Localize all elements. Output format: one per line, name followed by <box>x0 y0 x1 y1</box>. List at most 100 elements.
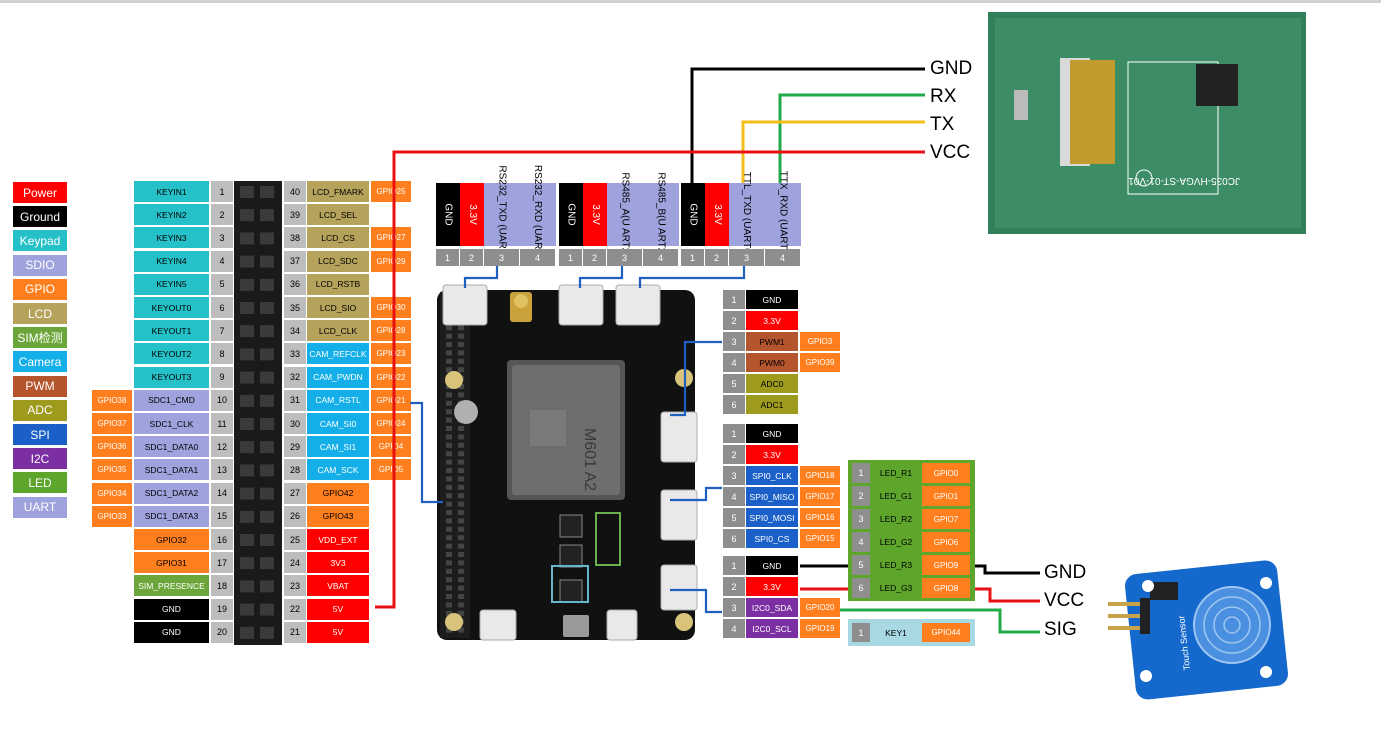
legend-item: SIM检测 <box>13 327 67 349</box>
top-border <box>0 0 1381 3</box>
board-header-pin <box>458 602 464 608</box>
legend-item: PWM <box>13 375 67 397</box>
legend-item: Camera <box>13 351 67 373</box>
board-header-pin <box>446 602 452 608</box>
connector-pin-number: 5 <box>723 374 745 393</box>
connector-pin-number: 3 <box>729 249 764 266</box>
pin-function-label: SDC1_CMD <box>134 389 209 411</box>
board-header-pin <box>458 392 464 398</box>
board-header-pin <box>446 535 452 541</box>
connector-pin-number: 2 <box>723 311 745 330</box>
legend-item: Keypad <box>13 230 67 252</box>
board-header-pin <box>446 493 452 499</box>
board-header-pin <box>458 627 464 633</box>
connector-pin-label: SPI0_MOSI <box>746 508 798 527</box>
key-row-number: 1 <box>852 623 870 642</box>
board-header-pin <box>446 526 452 532</box>
pin-function-label: GPIO43 <box>307 505 369 527</box>
board-header-pin <box>446 442 452 448</box>
header-pin <box>260 603 274 616</box>
pin-number: 16 <box>211 529 233 550</box>
connector-pin-number: 4 <box>723 353 745 372</box>
pin-function-label: LCD_SDC <box>307 250 369 272</box>
connector-pin-gpio: GPIO15 <box>800 529 840 548</box>
connector-pin-header: GND <box>559 183 583 246</box>
header-pin <box>260 186 274 198</box>
pin-number: 26 <box>284 505 306 527</box>
board-header-pin <box>446 392 452 398</box>
led-row-gpio: GPIO6 <box>922 532 970 552</box>
connector-pin-header: 3.3V <box>460 183 484 246</box>
connector-pin-gpio: GPIO19 <box>800 619 840 638</box>
header-pin <box>240 232 254 245</box>
pin-number: 8 <box>211 343 233 365</box>
connector-pin-number: 6 <box>723 395 745 414</box>
connector-pin-number: 1 <box>723 424 745 443</box>
board-header-pin <box>458 577 464 583</box>
pin-function-label: SDC1_DATA1 <box>134 459 209 481</box>
pin-number: 36 <box>284 273 306 295</box>
led-row-label: LED_R2 <box>872 509 920 529</box>
pin-gpio-label: GPIO4 <box>371 436 411 458</box>
board-header-pin <box>446 417 452 423</box>
pin-number: 1 <box>211 181 233 202</box>
header-pin <box>260 418 274 430</box>
connector-pin-header: RS485_B(U ART2) <box>643 172 679 257</box>
pin-function-label: KEYOUT1 <box>134 320 209 342</box>
pin-gpio-label: GPIO22 <box>371 366 411 388</box>
pin-function-label: LCD_SIO <box>307 297 369 318</box>
header-pin <box>240 580 254 593</box>
board-header-pin <box>458 451 464 457</box>
board-header-pin <box>446 577 452 583</box>
pin-gpio-label: GPIO33 <box>92 505 132 527</box>
pin-number: 17 <box>211 552 233 574</box>
led-row-gpio: GPIO0 <box>922 463 970 483</box>
connector-pin-number: 2 <box>583 249 606 266</box>
connector-pin-label: ADC1 <box>746 395 798 414</box>
led-row-gpio: GPIO8 <box>922 578 970 598</box>
board-header-pin <box>458 325 464 331</box>
connector-pin-number: 6 <box>723 529 745 548</box>
connector-pin-gpio: GPIO39 <box>800 353 840 372</box>
pin-function-label: CAM_SI0 <box>307 413 369 434</box>
header-pin <box>240 464 254 477</box>
board-header-pin <box>446 400 452 406</box>
board-header-pin <box>446 459 452 465</box>
board-header-pin <box>458 442 464 448</box>
pin-number: 33 <box>284 343 306 365</box>
pin-number: 19 <box>211 598 233 620</box>
board-header-pin <box>458 459 464 465</box>
pin-number: 22 <box>284 598 306 620</box>
header-pin <box>240 418 254 430</box>
board-header-pin <box>446 568 452 574</box>
pin-gpio-label: GPIO37 <box>92 413 132 434</box>
module-label: M601 A2 <box>581 428 598 491</box>
connector-pin-gpio: GPIO17 <box>800 487 840 506</box>
connector-pin-label: SPI0_MISO <box>746 487 798 506</box>
connector-pin-header: GND <box>436 183 460 246</box>
connector-pin-label: 3.3V <box>589 204 601 225</box>
header-pin <box>260 557 274 570</box>
board-header-pin <box>458 484 464 490</box>
connector-pin-gpio: GPIO3 <box>800 332 840 351</box>
board-header-pin <box>446 358 452 364</box>
pin-function-label: GND <box>134 598 209 620</box>
connector-pin-gpio: GPIO18 <box>800 466 840 485</box>
led-row-number: 4 <box>852 532 870 552</box>
pin-number: 2 <box>211 204 233 226</box>
pin-function-label: SIM_PRESENCE <box>134 575 209 597</box>
header-pin <box>240 510 254 523</box>
pin-number: 20 <box>211 621 233 643</box>
connector-pin-number: 1 <box>436 249 459 266</box>
header-pin <box>240 603 254 616</box>
connector-pin-label: GND <box>746 556 798 575</box>
pin-gpio-label: GPIO5 <box>371 459 411 481</box>
header-pin <box>240 302 254 314</box>
pin-number: 34 <box>284 320 306 342</box>
pin-number: 32 <box>284 366 306 388</box>
key-row-label: KEY1 <box>872 623 920 642</box>
board-header-pin <box>458 493 464 499</box>
legend-item: LCD <box>13 303 67 324</box>
pin-function-label: LCD_RSTB <box>307 273 369 295</box>
pin-number: 9 <box>211 366 233 388</box>
